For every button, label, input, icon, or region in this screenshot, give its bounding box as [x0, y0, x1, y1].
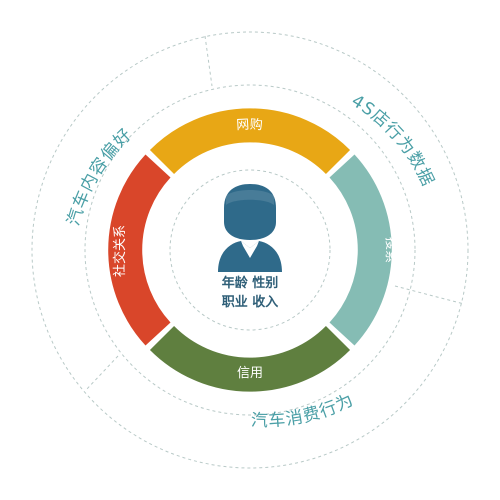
ring-segment-left [108, 154, 171, 346]
ring-label-bottom: 信用 [237, 366, 263, 381]
outer-label-bottom: 汽车消费行为 [251, 390, 358, 431]
ring-segment-right [329, 154, 392, 346]
center-label-line2: 职业 收入 [222, 294, 279, 310]
ring-segment-bottom [149, 325, 351, 392]
ring-segment-top [149, 108, 351, 175]
outer-dashed-rings [31, 31, 469, 469]
user-icon [218, 184, 282, 272]
interest-ring [108, 108, 392, 392]
ring-label-left: 社交关系 [112, 225, 128, 277]
center-label-line1: 年龄 性别 [222, 275, 279, 291]
